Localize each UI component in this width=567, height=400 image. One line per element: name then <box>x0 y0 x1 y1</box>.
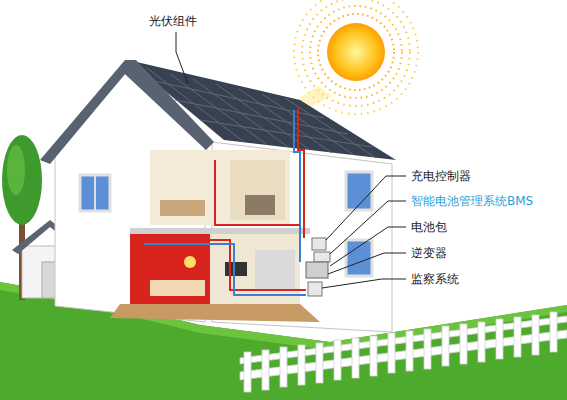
sun <box>290 0 418 114</box>
wires <box>140 108 306 300</box>
callout-label: 监察系统 <box>410 272 460 286</box>
leader-lines <box>176 32 406 288</box>
callout-label: 智能电池管理系统BMS <box>410 194 534 208</box>
callout-label: 电池包 <box>410 220 448 234</box>
interior <box>110 150 320 322</box>
gable-roof <box>40 60 214 164</box>
callout-label: 光伏组件 <box>148 14 198 28</box>
window <box>346 240 372 276</box>
tree-crown <box>2 135 42 225</box>
callout-label: 逆变器 <box>410 246 448 260</box>
window <box>80 175 110 211</box>
callout-label: 充电控制器 <box>410 169 472 183</box>
fence <box>240 312 567 392</box>
